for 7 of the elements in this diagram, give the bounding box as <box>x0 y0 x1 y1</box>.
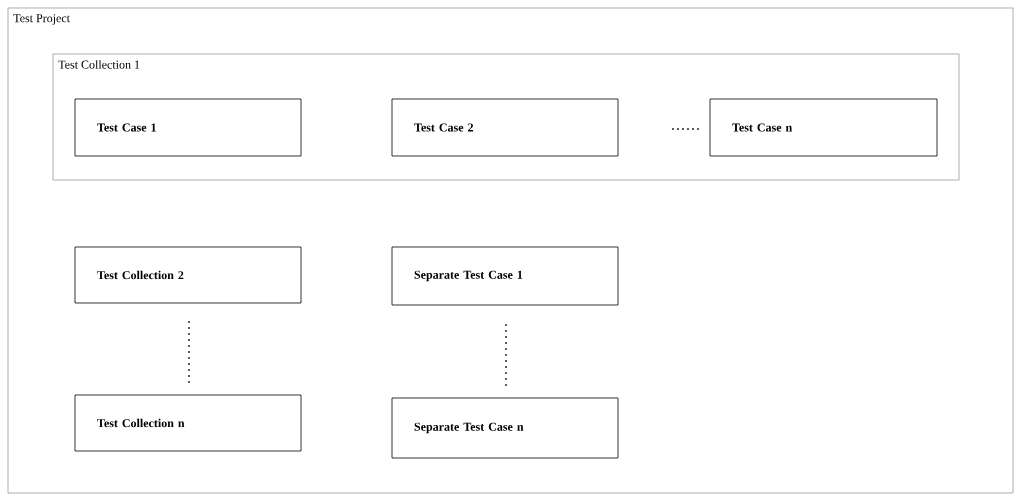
process-box: Test Collection 2 <box>74 246 302 304</box>
process-box: Separate Test Case 1 <box>391 246 619 306</box>
process-box: Test Case 2 <box>391 98 619 157</box>
process-box: Separate Test Case n <box>391 397 619 459</box>
process-box: Test Case n <box>709 98 938 157</box>
process-box: Test Case 1 <box>74 98 302 157</box>
process-box: Test Collection n <box>74 394 302 452</box>
